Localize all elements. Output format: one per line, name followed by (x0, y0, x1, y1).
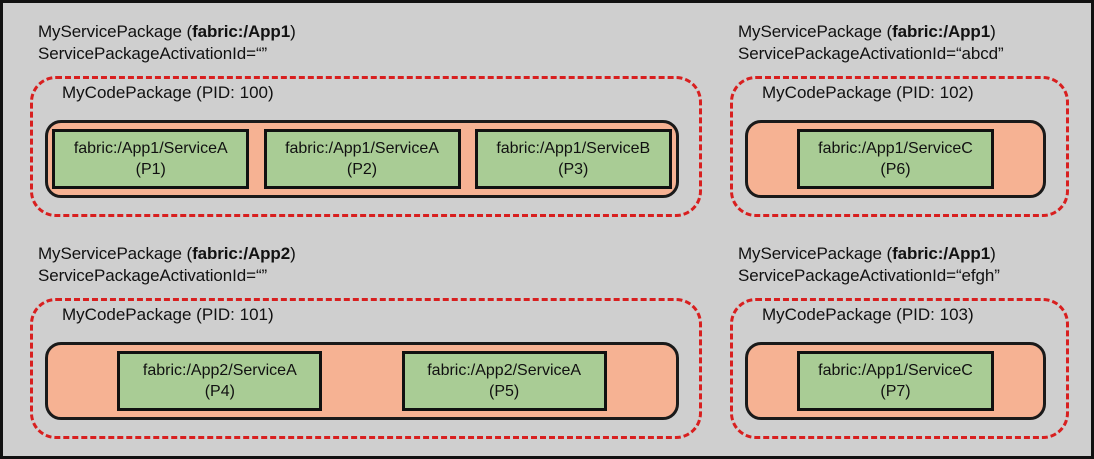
caption-app-uri: fabric:/App1 (192, 22, 291, 41)
service-name: fabric:/App1/ServiceB (496, 140, 651, 157)
service-package-caption: MyServicePackage (fabric:/App2) ServiceP… (38, 243, 296, 287)
service-package-activation-id: ServicePackageActivationId=“efgh” (738, 266, 1000, 285)
code-package-box: fabric:/App2/ServiceA (P4) fabric:/App2/… (45, 342, 679, 420)
service-package-activation-id: ServicePackageActivationId=“” (38, 44, 268, 63)
service-name: fabric:/App1/ServiceA (285, 140, 439, 157)
code-package-box: fabric:/App1/ServiceA (P1) fabric:/App1/… (45, 120, 679, 198)
service-replica-id: (P7) (880, 383, 911, 400)
code-package-box: fabric:/App1/ServiceC (P6) (745, 120, 1046, 198)
service-package-boundary (30, 298, 702, 439)
service-package-group-app2-empty: MyServicePackage (fabric:/App2) ServiceP… (30, 243, 702, 439)
code-package-label: MyCodePackage (PID: 101) (62, 305, 274, 324)
service-name: fabric:/App2/ServiceA (427, 362, 582, 379)
service-name: fabric:/App2/ServiceA (142, 362, 297, 379)
service-replica-id: (P4) (204, 383, 235, 400)
code-package-label: MyCodePackage (PID: 103) (762, 305, 974, 324)
caption-prefix: MyServicePackage ( (738, 22, 893, 41)
service-package-caption-line1: MyServicePackage (fabric:/App1) (738, 21, 1004, 43)
service-package-caption-line1: MyServicePackage (fabric:/App2) (38, 243, 296, 265)
caption-suffix: ) (290, 244, 296, 263)
service-replica-box: fabric:/App1/ServiceA (P1) (52, 129, 250, 189)
caption-prefix: MyServicePackage ( (38, 22, 193, 41)
service-package-caption-line1: MyServicePackage (fabric:/App1) (738, 243, 1000, 265)
service-package-group-app1-efgh: MyServicePackage (fabric:/App1) ServiceP… (730, 243, 1069, 439)
service-package-boundary (730, 298, 1069, 439)
service-replica-id: (P1) (135, 161, 166, 178)
code-package-label: MyCodePackage (PID: 100) (62, 83, 274, 102)
caption-suffix: ) (290, 22, 296, 41)
service-package-activation-id: ServicePackageActivationId=“” (38, 266, 268, 285)
caption-suffix: ) (990, 244, 996, 263)
caption-app-uri: fabric:/App1 (892, 22, 991, 41)
service-name: fabric:/App1/ServiceA (73, 140, 228, 157)
service-replica-id: (P6) (880, 161, 911, 178)
service-replica-box: fabric:/App1/ServiceC (P6) (797, 129, 994, 189)
service-replica-box: fabric:/App1/ServiceC (P7) (797, 351, 994, 411)
service-replica-box: fabric:/App1/ServiceB (P3) (474, 129, 672, 189)
service-package-group-app1-empty: MyServicePackage (fabric:/App1) ServiceP… (30, 21, 702, 217)
service-replica-id: (P5) (489, 383, 520, 400)
service-replica-box: fabric:/App1/ServiceA (P2) (263, 129, 461, 189)
service-package-caption-line1: MyServicePackage (fabric:/App1) (38, 21, 296, 43)
service-package-caption: MyServicePackage (fabric:/App1) ServiceP… (738, 21, 1004, 65)
code-package-box: fabric:/App1/ServiceC (P7) (745, 342, 1046, 420)
service-name: fabric:/App1/ServiceC (818, 140, 973, 157)
caption-app-uri: fabric:/App1 (892, 244, 991, 263)
service-replica-id: (P2) (346, 161, 378, 178)
caption-prefix: MyServicePackage ( (738, 244, 893, 263)
service-package-caption: MyServicePackage (fabric:/App1) ServiceP… (38, 21, 296, 65)
service-replica-box: fabric:/App2/ServiceA (P5) (401, 351, 607, 411)
service-package-activation-id: ServicePackageActivationId=“abcd” (738, 44, 1004, 63)
service-package-boundary (730, 76, 1069, 217)
code-package-label: MyCodePackage (PID: 102) (762, 83, 974, 102)
service-replica-box: fabric:/App2/ServiceA (P4) (117, 351, 323, 411)
caption-app-uri: fabric:/App2 (192, 244, 291, 263)
service-package-caption: MyServicePackage (fabric:/App1) ServiceP… (738, 243, 1000, 287)
service-replica-id: (P3) (558, 161, 589, 178)
caption-suffix: ) (990, 22, 996, 41)
service-package-group-app1-abcd: MyServicePackage (fabric:/App1) ServiceP… (730, 21, 1069, 217)
caption-prefix: MyServicePackage ( (38, 244, 193, 263)
service-name: fabric:/App1/ServiceC (818, 362, 973, 379)
service-package-boundary (30, 76, 702, 217)
